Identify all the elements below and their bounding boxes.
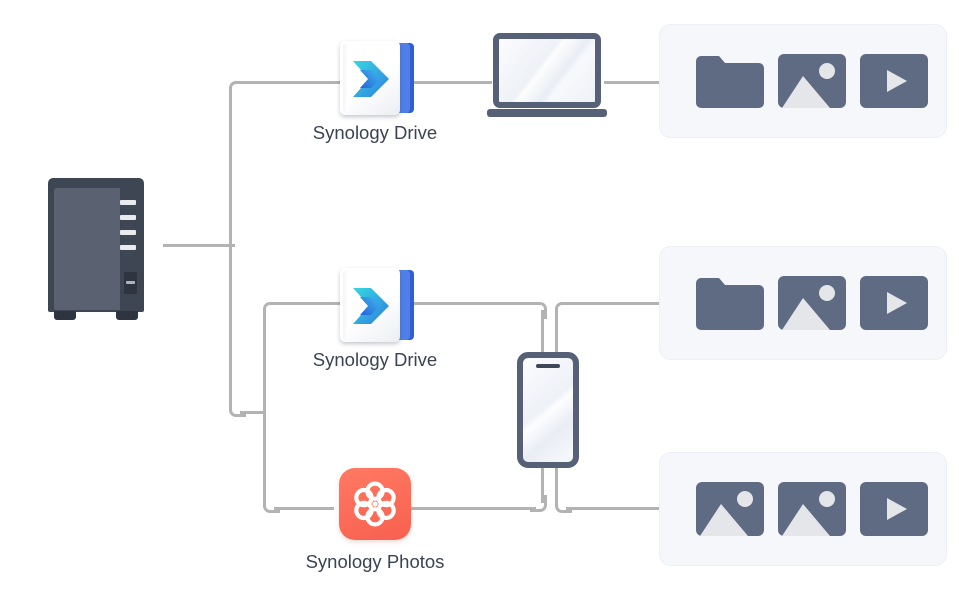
mobile-phone-icon [517,352,579,468]
wire-corner-riser-top [263,302,280,319]
nas-server-icon [48,174,144,320]
diagram-title: Synology NAS sync topology [0,21,1,22]
nas-foot-right [116,311,138,320]
wire-corner-phone-in-bottom [530,495,547,512]
phone-screen [517,352,579,468]
nas-led-4 [120,245,136,250]
file-panel-bottom [659,452,947,566]
wire-corner-riser-bottom [263,496,280,513]
folder-icon [696,278,764,330]
file-panel-middle [659,246,947,360]
wire-trunk-upper [229,90,232,248]
nas-led-3 [120,230,136,235]
folder-icon [696,56,764,108]
flower-rosette-icon [354,481,396,527]
photo-icon [696,482,764,536]
photo-icon [778,276,846,330]
wire-phone-to-panel-middle [566,302,662,305]
synology-d-logo-icon [353,61,389,97]
wire-phone-out-upper [555,310,558,356]
nas-usb-port [124,272,137,294]
drive-front-card [340,268,400,342]
wire-laptop-to-panel-top [604,81,662,84]
wire-corner-phone-out-top [555,302,572,319]
phone-speaker [536,364,560,368]
nas-led-1 [120,200,136,205]
wire-nas-to-trunk [163,244,235,247]
video-icon [860,54,928,108]
wire-riser-app-column [263,310,266,505]
wire-trunk-lower [229,244,232,410]
file-panel-top [659,24,947,138]
wire-corner-phone-in-top [530,302,547,319]
synology-drive-icon[interactable] [340,266,414,344]
wire-corner-phone-out-bottom [555,496,572,513]
wire-corner-trunk-bottom [229,400,246,417]
laptop-base [487,109,607,117]
synology-d-logo-icon [353,288,389,324]
nas-front-panel [54,188,120,310]
laptop-icon [487,33,607,117]
wire-to-drive-mid [274,302,350,305]
wire-drive-mid-to-phone [408,302,536,305]
wire-to-photos [274,507,334,510]
laptop-screen [493,33,601,108]
nas-led-2 [120,215,136,220]
photo-icon [778,482,846,536]
wire-photos-to-phone [408,507,536,510]
photo-icon [778,54,846,108]
nas-chassis [48,178,144,312]
wire-phone-in-lower [541,463,544,503]
wire-phone-out-lower [555,463,558,503]
video-icon [860,482,928,536]
synology-photos-icon[interactable] [339,468,411,540]
app-label-photos: Synology Photos [305,551,445,572]
app-label-drive-mid: Synology Drive [312,349,438,370]
app-label-drive-top: Synology Drive [312,122,438,143]
wire-phone-to-panel-bottom [566,507,662,510]
wire-phone-in-upper [541,310,544,356]
synology-drive-icon[interactable] [340,39,414,117]
nas-foot-left [54,311,76,320]
wire-corner-trunk-top [229,81,246,98]
drive-front-card [340,41,400,115]
video-icon [860,276,928,330]
wire-to-drive-top [240,81,350,84]
wire-drive-top-to-laptop [408,81,492,84]
wire-trunk-to-riser [240,411,266,414]
